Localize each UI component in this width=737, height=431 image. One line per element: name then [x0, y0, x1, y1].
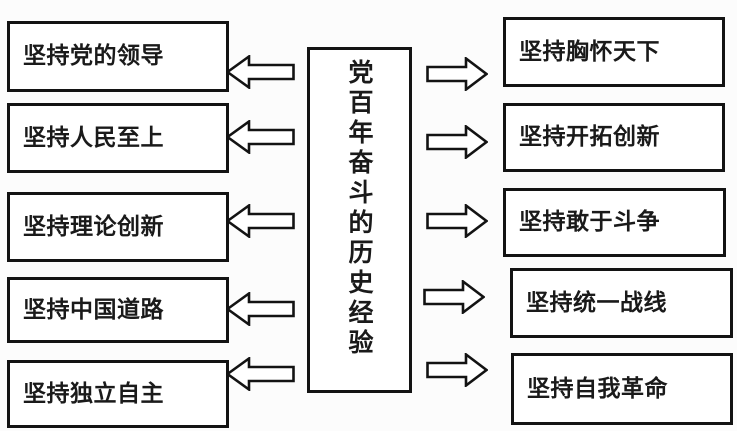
right-box-pioneering-innovation: 坚持开拓创新	[503, 103, 725, 172]
right-box-label: 坚持统一战线	[526, 289, 667, 316]
left-box-chinese-path: 坚持中国道路	[7, 277, 229, 343]
left-box-label: 坚持中国道路	[23, 296, 164, 323]
left-arrow-icon	[226, 55, 295, 89]
right-box-label: 坚持敢于斗争	[519, 209, 660, 235]
right-arrow-icon	[423, 280, 485, 314]
left-box-label: 坚持人民至上	[23, 124, 164, 151]
center-box-title: 党百年奋斗的历史经验	[345, 59, 374, 359]
right-box-label: 坚持胸怀天下	[519, 38, 660, 65]
right-box-self-revolution: 坚持自我革命	[511, 353, 733, 425]
right-box-united-front: 坚持统一战线	[510, 268, 733, 338]
right-arrow-icon	[426, 57, 488, 91]
right-arrow-icon	[426, 125, 488, 159]
left-arrow-icon	[226, 357, 295, 391]
center-box-historical-experience: 党百年奋斗的历史经验	[307, 47, 412, 393]
left-box-label: 坚持理论创新	[23, 213, 164, 240]
left-arrow-icon	[226, 120, 295, 154]
left-box-party-leadership: 坚持党的领导	[7, 21, 229, 92]
right-box-daring-to-struggle: 坚持敢于斗争	[503, 188, 726, 257]
right-box-global-vision: 坚持胸怀天下	[503, 17, 725, 87]
left-arrow-icon	[226, 204, 295, 238]
left-box-independence: 坚持独立自主	[7, 360, 229, 428]
left-box-label: 坚持党的领导	[23, 43, 164, 69]
left-box-theoretical-innovation: 坚持理论创新	[7, 192, 229, 262]
right-arrow-icon	[426, 204, 488, 238]
right-arrow-icon	[426, 353, 488, 387]
left-box-label: 坚持独立自主	[23, 380, 164, 407]
right-box-label: 坚持自我革命	[527, 375, 668, 402]
right-box-label: 坚持开拓创新	[519, 124, 660, 150]
left-box-people-first: 坚持人民至上	[7, 103, 229, 173]
left-arrow-icon	[226, 292, 295, 326]
